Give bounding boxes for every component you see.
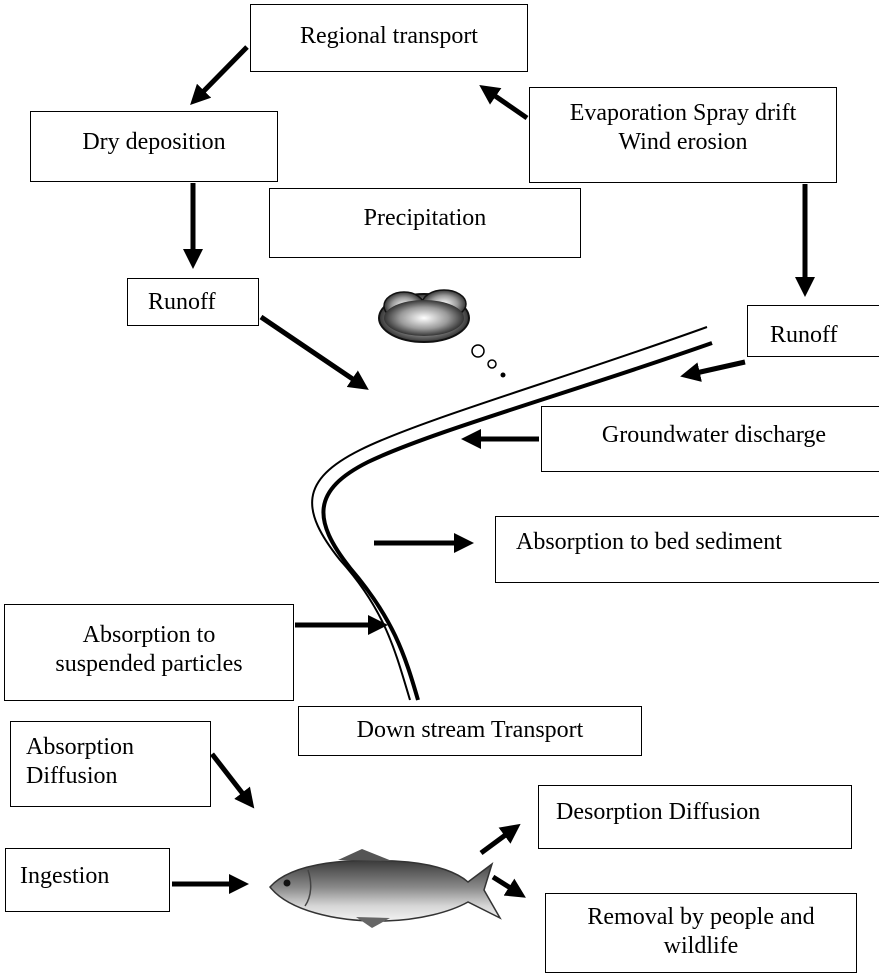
removal-line1: Removal by people and [546, 903, 856, 932]
runoff-left-label: Runoff [148, 288, 258, 317]
groundwater-discharge-label: Groundwater discharge [542, 421, 879, 450]
absorption-diffusion-line2: Diffusion [26, 762, 210, 791]
arrow-runoff-right-to-river [687, 362, 745, 375]
arrow-fish-to-removal [493, 877, 520, 894]
absorption-diffusion-box: Absorption Diffusion [10, 721, 211, 807]
desorption-diffusion-label: Desorption Diffusion [556, 798, 851, 827]
ingestion-label: Ingestion [20, 862, 169, 891]
precipitation-label: Precipitation [270, 204, 580, 233]
ingestion-box: Ingestion [5, 848, 170, 912]
arrow-evap-to-regional [485, 89, 527, 118]
absorption-bed-sediment-label: Absorption to bed sediment [516, 528, 879, 557]
groundwater-discharge-box: Groundwater discharge [541, 406, 879, 472]
precipitation-box: Precipitation [269, 188, 581, 258]
runoff-right-label: Runoff [770, 321, 879, 350]
arrow-runoff-to-river [261, 317, 363, 386]
runoff-right-box: Runoff [747, 305, 879, 357]
downstream-transport-box: Down stream Transport [298, 706, 642, 756]
bubbles-icon [472, 345, 506, 378]
runoff-left-box: Runoff [127, 278, 259, 326]
regional-transport-box: Regional transport [250, 4, 528, 72]
regional-transport-label: Regional transport [251, 22, 527, 51]
desorption-diffusion-box: Desorption Diffusion [538, 785, 852, 849]
dry-deposition-label: Dry deposition [31, 128, 277, 157]
arrow-fish-to-desorption [481, 828, 515, 853]
river-outer-line [312, 327, 707, 700]
absorption-suspended-box: Absorption to suspended particles [4, 604, 294, 701]
absorption-suspended-line2: suspended particles [5, 650, 293, 679]
cloud-icon [379, 290, 469, 342]
absorption-suspended-line1: Absorption to [5, 621, 293, 650]
fish-icon [270, 849, 500, 928]
absorption-bed-sediment-box: Absorption to bed sediment [495, 516, 879, 583]
absorption-diffusion-line1: Absorption [26, 733, 210, 762]
removal-line2: wildlife [546, 932, 856, 961]
arrow-regional-to-dry [195, 47, 247, 100]
removal-box: Removal by people and wildlife [545, 893, 857, 973]
dry-deposition-box: Dry deposition [30, 111, 278, 182]
arrow-absorption-to-fish [212, 754, 250, 803]
downstream-transport-label: Down stream Transport [299, 716, 641, 745]
wind-erosion-label: Wind erosion [530, 128, 836, 157]
evaporation-label: Evaporation Spray drift [530, 99, 836, 128]
evaporation-box: Evaporation Spray drift Wind erosion [529, 87, 837, 183]
